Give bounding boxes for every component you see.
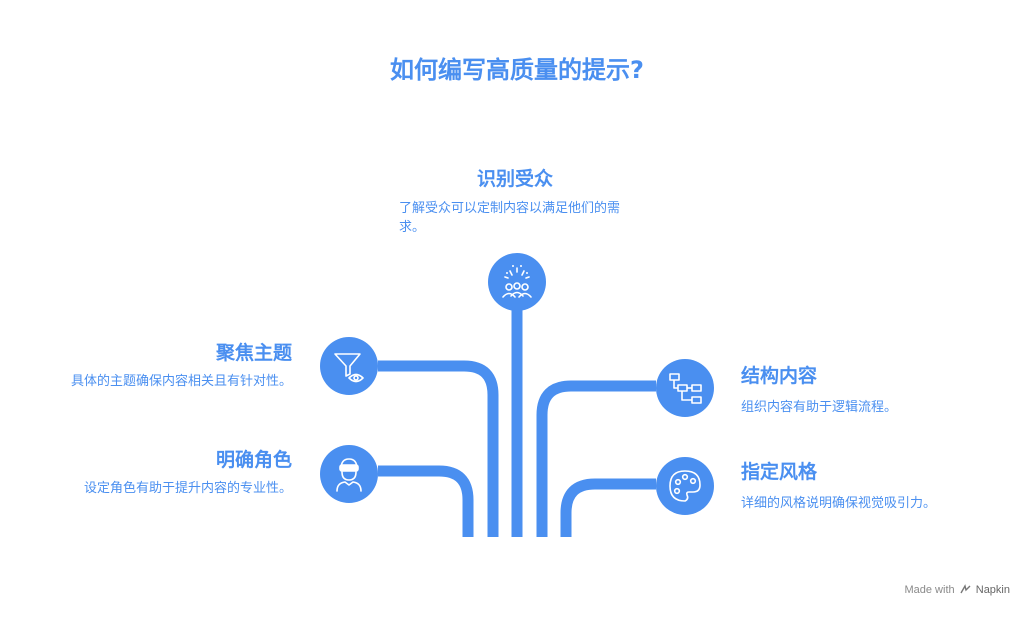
node-title-structure: 结构内容: [741, 365, 818, 387]
node-desc-structure: 组织内容有助于逻辑流程。: [741, 400, 898, 415]
funnel-eye-icon: [320, 337, 378, 395]
node-desc-role: 设定角色有助于提升内容的专业性。: [83, 481, 292, 496]
node-desc-style: 详细的风格说明确保视觉吸引力。: [741, 496, 937, 511]
footer-made-with: Made with: [904, 584, 955, 596]
person-vr-icon: [320, 445, 378, 503]
node-title-role: 明确角色: [215, 449, 292, 471]
napkin-logo-icon: [960, 584, 971, 598]
node-title-audience: 识别受众: [477, 168, 554, 190]
footer-brand: Napkin: [975, 584, 1010, 596]
connector-topic: [378, 360, 499, 537]
connector-structure: [536, 380, 656, 537]
node-title-style: 指定风格: [741, 461, 818, 483]
connector-role: [378, 465, 474, 537]
palette-icon: [656, 457, 714, 515]
audience-icon: [488, 253, 546, 311]
node-desc-topic: 具体的主题确保内容相关且有针对性。: [70, 374, 292, 389]
flowchart-icon: [656, 359, 714, 417]
page-title: 如何编写高质量的提示?: [390, 56, 644, 84]
node-desc-audience: 了解受众可以定制内容以满足他们的需求。: [399, 201, 621, 235]
napkin-watermark: Made with Napkin: [904, 584, 1010, 598]
connector-style: [560, 478, 656, 537]
node-title-topic: 聚焦主题: [215, 342, 292, 364]
